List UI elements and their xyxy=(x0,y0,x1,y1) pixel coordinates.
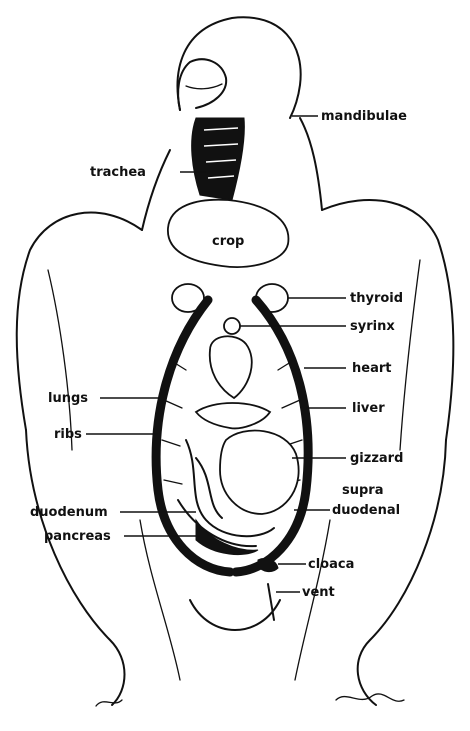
label-liver: liver xyxy=(352,401,385,416)
label-cloaca: cloaca xyxy=(308,557,354,572)
label-supra: supra xyxy=(342,483,383,498)
label-crop: crop xyxy=(212,234,244,249)
heart-organ xyxy=(210,336,252,398)
label-duodenal: duodenal xyxy=(332,503,400,518)
label-syrinx: syrinx xyxy=(350,319,395,334)
label-ribs: ribs xyxy=(54,427,82,442)
label-vent: vent xyxy=(302,585,335,600)
label-duodenum: duodenum xyxy=(30,505,108,520)
label-lungs: lungs xyxy=(48,391,88,406)
label-trachea: trachea xyxy=(90,165,146,180)
label-heart: heart xyxy=(352,361,391,376)
label-mandibulae: mandibulae xyxy=(321,109,407,124)
liver-organ xyxy=(196,403,270,428)
label-thyroid: thyroid xyxy=(350,291,403,306)
label-pancreas: pancreas xyxy=(44,529,111,544)
syrinx-organ xyxy=(224,318,240,334)
trachea-structure xyxy=(192,118,245,200)
gizzard-organ xyxy=(220,431,299,514)
label-gizzard: gizzard xyxy=(350,451,403,466)
